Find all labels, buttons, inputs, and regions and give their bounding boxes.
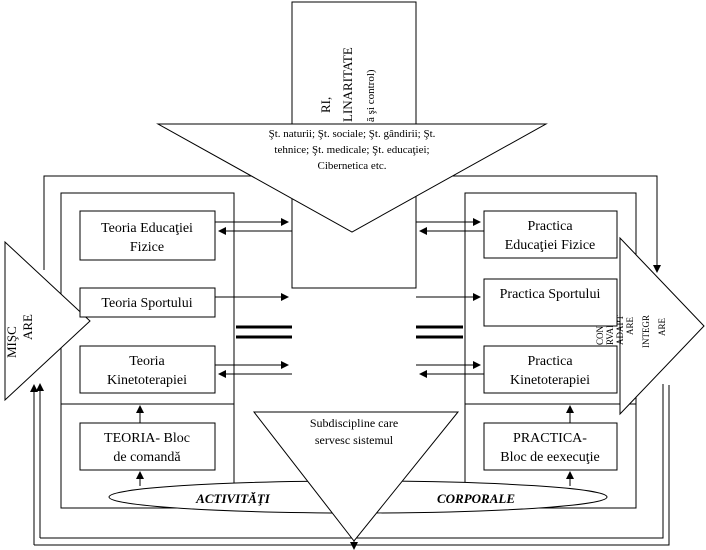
outcome-integr: INTEGR xyxy=(641,315,651,348)
svg-text:Practica: Practica xyxy=(527,219,573,234)
svg-text:Kinetoterapiei: Kinetoterapiei xyxy=(107,373,187,388)
theory-box-kinetotherapy xyxy=(79,345,216,394)
svg-text:RI,: RI, xyxy=(318,97,333,113)
subdisciplines-line-2: servesc sistemul xyxy=(315,433,394,447)
outcome-are-2: ARE xyxy=(657,317,667,336)
subdisciplines-line-1: Subdiscipline care xyxy=(310,416,398,430)
svg-text:LINARITATE: LINARITATE xyxy=(340,47,355,122)
outcome-conse: CONSE xyxy=(595,315,605,345)
svg-text:Practica: Practica xyxy=(527,354,573,369)
outcomes-arrow xyxy=(619,236,705,416)
activities-label: ACTIVITĂŢI xyxy=(195,491,271,506)
miscare-label-2: ARE xyxy=(20,314,35,340)
theory-command-block xyxy=(79,422,216,471)
svg-text:de comandă: de comandă xyxy=(113,450,181,465)
theory-box-sport xyxy=(79,287,216,318)
miscare-label-1: MIŞC xyxy=(4,326,19,358)
theory-box-physical-education xyxy=(79,210,216,261)
svg-text:TEORIA- Bloc: TEORIA- Bloc xyxy=(104,431,190,446)
svg-text:Kinetoterapiei: Kinetoterapiei xyxy=(510,373,590,388)
outcome-adapt: ADAPT xyxy=(615,314,625,345)
practice-box-physical-education xyxy=(483,210,618,259)
outer-feedback-loops xyxy=(30,172,670,546)
right-connectors xyxy=(416,218,484,378)
sciences-line-1: Şt. naturii; Şt. sociale; Şt. gândirii; … xyxy=(269,128,436,140)
sciences-line-2: tehnice; Şt. medicale; Şt. educaţiei; xyxy=(274,144,429,156)
svg-text:Educaţiei Fizice: Educaţiei Fizice xyxy=(505,238,596,253)
svg-text:Teoria Educaţiei: Teoria Educaţiei xyxy=(101,221,193,236)
subdisciplines-triangle xyxy=(252,411,460,542)
miscare-arrow xyxy=(4,240,91,402)
svg-text:Fizice: Fizice xyxy=(130,240,164,255)
practice-box-kinetotherapy xyxy=(483,345,618,394)
corporal-label: CORPORALE xyxy=(437,491,515,506)
outcome-are-1: ARE xyxy=(625,316,635,335)
svg-text:Practica Sportului: Practica Sportului xyxy=(500,287,601,302)
left-connectors xyxy=(215,218,292,378)
center-column-rotated-text: RI, xyxy=(318,97,333,113)
svg-text:PRACTICA-: PRACTICA- xyxy=(513,431,587,446)
sciences-triangle xyxy=(156,123,548,233)
svg-text:Teoria: Teoria xyxy=(129,354,165,369)
sciences-line-3: Cibernetica etc. xyxy=(317,160,386,172)
practice-box-sport xyxy=(483,278,618,327)
svg-text:Bloc de eexecuţie: Bloc de eexecuţie xyxy=(500,450,600,465)
svg-text:Teoria Sportului: Teoria Sportului xyxy=(101,296,192,311)
practice-execution-block xyxy=(483,422,618,471)
outcome-rvare: RVARE xyxy=(605,316,615,345)
svg-text:ă şi control): ă şi control) xyxy=(365,69,377,122)
